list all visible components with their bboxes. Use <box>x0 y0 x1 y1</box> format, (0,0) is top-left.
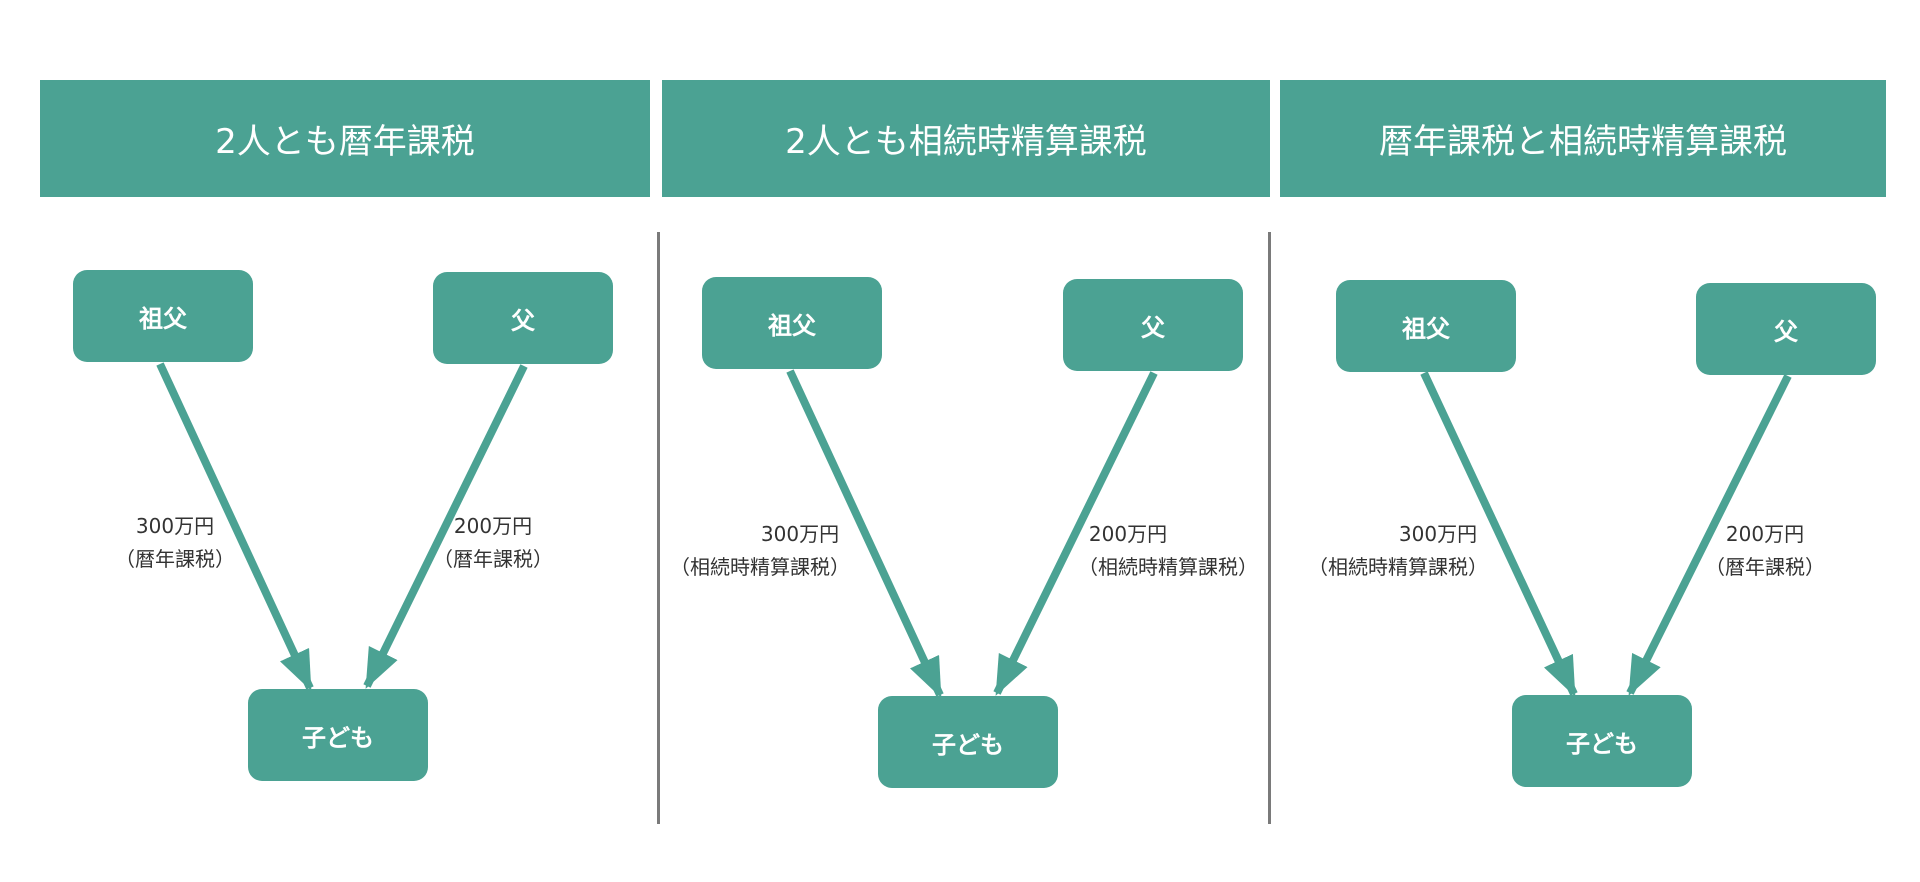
father-node: 父 <box>433 272 613 364</box>
gift-amount: 300万円 <box>1398 522 1478 546</box>
father-node: 父 <box>1063 279 1243 371</box>
arrow-grandfather-to-child <box>1420 371 1578 697</box>
gift-amount: 200万円 <box>1725 522 1805 546</box>
gift-label-grandfather: 300万円 （相続時精算課税） <box>660 518 860 584</box>
child-node: 子ども <box>878 696 1058 788</box>
tax-method: （暦年課税） <box>433 547 553 571</box>
arrow-grandfather-to-child <box>786 369 944 698</box>
gift-label-grandfather: 300万円 （暦年課税） <box>75 510 275 576</box>
tax-method: （暦年課税） <box>1705 555 1825 579</box>
grandfather-node: 祖父 <box>702 277 882 369</box>
gift-amount: 200万円 <box>453 514 533 538</box>
gift-amount: 200万円 <box>1088 522 1168 546</box>
tax-method: （相続時精算課税） <box>1308 555 1488 579</box>
panel-header-title: 2人とも相続時精算課税 <box>662 80 1270 197</box>
tax-method: （相続時精算課税） <box>670 555 850 579</box>
panel-divider <box>1268 232 1271 824</box>
child-node: 子ども <box>248 689 428 781</box>
panel-header-title: 2人とも暦年課税 <box>40 80 650 197</box>
gift-amount: 300万円 <box>760 522 840 546</box>
child-node: 子ども <box>1512 695 1692 787</box>
gift-label-father: 200万円 （暦年課税） <box>1665 518 1865 584</box>
gift-amount: 300万円 <box>135 514 215 538</box>
gift-label-father: 200万円 （相続時精算課税） <box>1068 518 1268 584</box>
tax-method: （相続時精算課税） <box>1078 555 1258 579</box>
gift-label-father: 200万円 （暦年課税） <box>393 510 593 576</box>
arrow-father-to-child <box>1626 374 1792 696</box>
father-node: 父 <box>1696 283 1876 375</box>
grandfather-node: 祖父 <box>73 270 253 362</box>
arrow-father-to-child <box>993 371 1158 696</box>
panel-header-title: 暦年課税と相続時精算課税 <box>1280 80 1886 197</box>
grandfather-node: 祖父 <box>1336 280 1516 372</box>
arrow-grandfather-to-child <box>156 362 314 691</box>
arrow-father-to-child <box>363 364 528 689</box>
tax-method: （暦年課税） <box>115 547 235 571</box>
gift-label-grandfather: 300万円 （相続時精算課税） <box>1298 518 1498 584</box>
panel-divider <box>657 232 660 824</box>
